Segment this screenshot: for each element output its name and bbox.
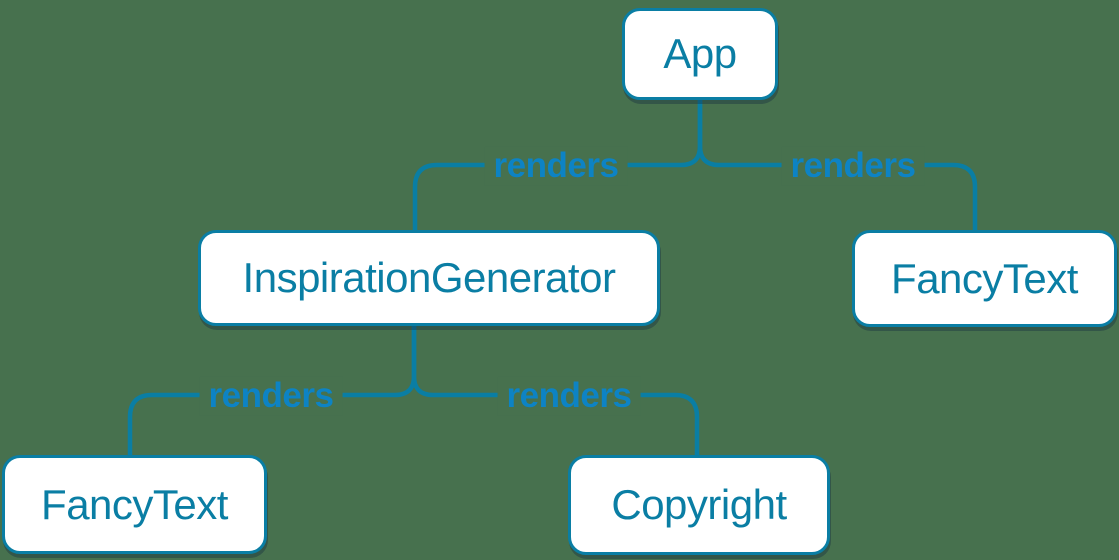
node-fancy-text-bottom: FancyText bbox=[2, 455, 267, 554]
node-app-label: App bbox=[663, 30, 737, 77]
edge-label-renders-app-fancytext: renders bbox=[781, 146, 925, 186]
node-fancy-text-top-label: FancyText bbox=[891, 254, 1078, 302]
node-inspiration-generator: InspirationGenerator bbox=[198, 230, 660, 326]
edge-label-renders-inspirationgenerator-fancytext: renders bbox=[199, 376, 343, 416]
node-inspiration-generator-label: InspirationGenerator bbox=[242, 254, 616, 301]
edge-label-renders-inspirationgenerator-copyright: renders bbox=[497, 376, 641, 416]
edge-label-renders-app-inspirationgenerator: renders bbox=[484, 146, 628, 186]
node-fancy-text-top: FancyText bbox=[852, 230, 1117, 327]
node-fancy-text-bottom-label: FancyText bbox=[41, 480, 228, 528]
node-app: App bbox=[622, 8, 778, 100]
node-copyright: Copyright bbox=[568, 455, 830, 555]
node-copyright-label: Copyright bbox=[611, 481, 787, 528]
